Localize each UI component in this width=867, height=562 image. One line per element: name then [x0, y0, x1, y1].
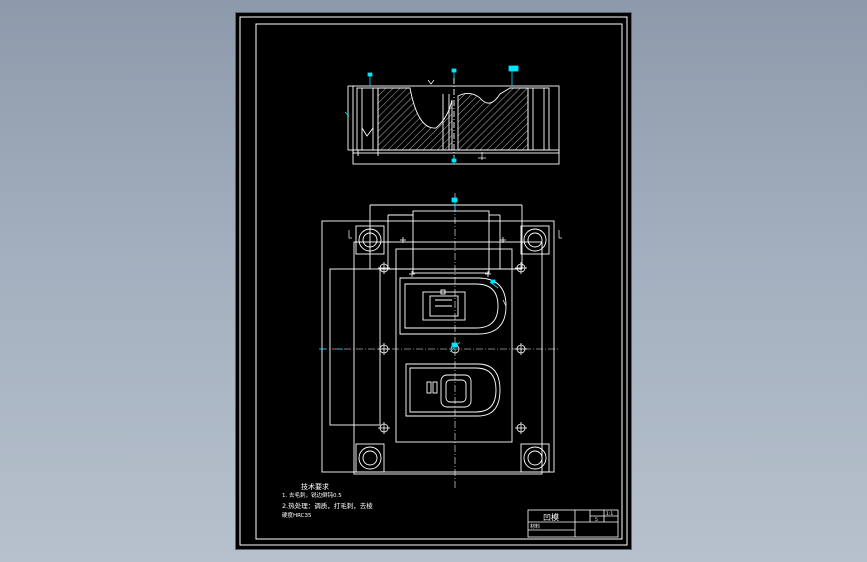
section-marks: [427, 79, 486, 160]
title-block: [527, 509, 619, 538]
drawing-outer-frame: [239, 16, 628, 546]
notes-heading: 技术要求: [301, 482, 329, 491]
notes-line-1: 1. 去毛刺，锐边倒钝0.5: [282, 491, 342, 499]
title-scale: 1:1: [606, 511, 613, 517]
notes-line-2: 2.热处理：调质，打毛刺，去棱: [282, 501, 373, 510]
section-dimensions: [344, 65, 519, 164]
title-material: 材料: [530, 523, 540, 530]
upper-cavity: [399, 277, 507, 335]
technical-requirements: 技术要求 1. 去毛刺，锐边倒钝0.5 2.热处理：调质，打毛刺，去棱 硬度HR…: [282, 482, 373, 519]
notes-line-3: 硬度HRC35: [282, 511, 312, 519]
pin-holes: [378, 237, 527, 434]
cad-viewport[interactable]: [236, 13, 631, 549]
corner-bolt-holes: [355, 225, 550, 473]
plan-dimensions: [319, 197, 499, 353]
title-part-name: 凹模: [543, 512, 559, 522]
center-lines: [320, 193, 560, 488]
lower-cavity: [405, 363, 501, 417]
plan-labels: [348, 230, 562, 307]
plan-view: [321, 204, 555, 475]
section-view: [347, 78, 560, 165]
title-drawing-no: 5: [595, 517, 598, 523]
drawing-inner-frame: [255, 23, 623, 540]
